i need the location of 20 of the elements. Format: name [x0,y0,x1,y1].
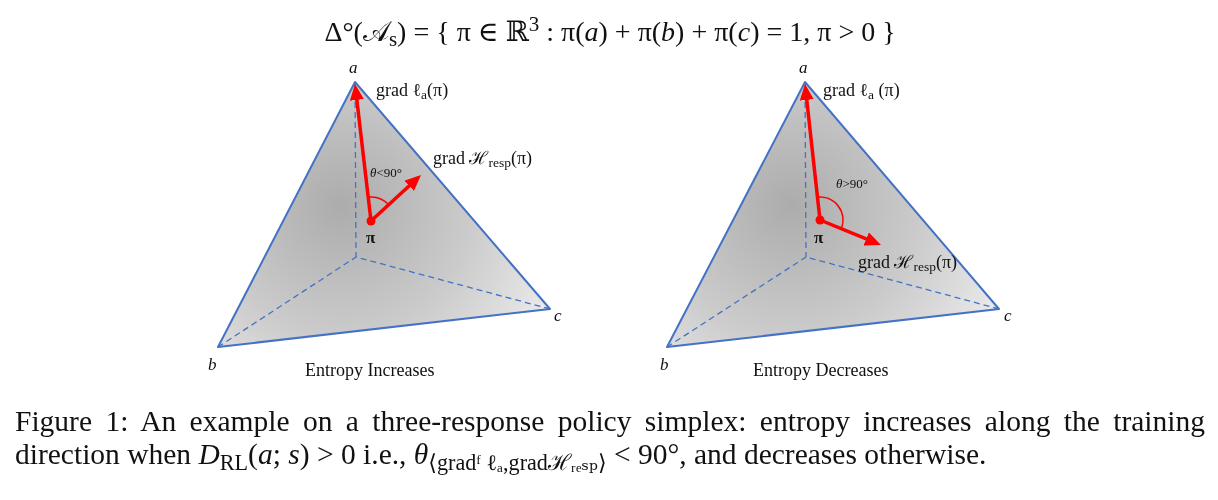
vertex-label: a [349,58,358,78]
gradient-label: grad ℋ$_{resp}$(π) [433,148,533,169]
vertex-label: c [1004,306,1012,326]
panel-caption: Entropy Decreases [753,360,889,381]
title: Δ°(𝒜$_{s}$) = { π ∈ ℝ$^{3}$ : π(a) + π(b) + π(c) = 1, π > 0 } [323,15,897,49]
point-label: π [366,228,376,248]
vertex-label: a [799,58,808,78]
gradient-label: grad ℋ$_{resp}$(π) [858,252,958,273]
gradient-label: grad ℓ$_{a}$ (π) [823,80,900,101]
panel-caption: Entropy Increases [305,360,435,381]
vertex-label: c [554,306,562,326]
simplex-tetrahedron [667,82,999,347]
point-label: π [814,228,824,248]
figure-caption: Figure 1: An example on a three-response policy simplex: entropy increases along the training direction when D$_{RL}$(a; s) > 0 i.e., θ$_{⟨gradᶠ ℓₐ,gradℋᵣₑₛₚ⟩}$ < 90°, and decreases otherwise. [15,404,1205,477]
angle-label: θ<90° [370,166,402,181]
angle-label: θ>90° [836,177,868,192]
gradient-label: grad ℓ$_{a}$(π) [376,80,449,101]
vertex-label: b [660,355,669,375]
simplex-tetrahedron [218,82,550,347]
vertex-label: b [208,355,217,375]
